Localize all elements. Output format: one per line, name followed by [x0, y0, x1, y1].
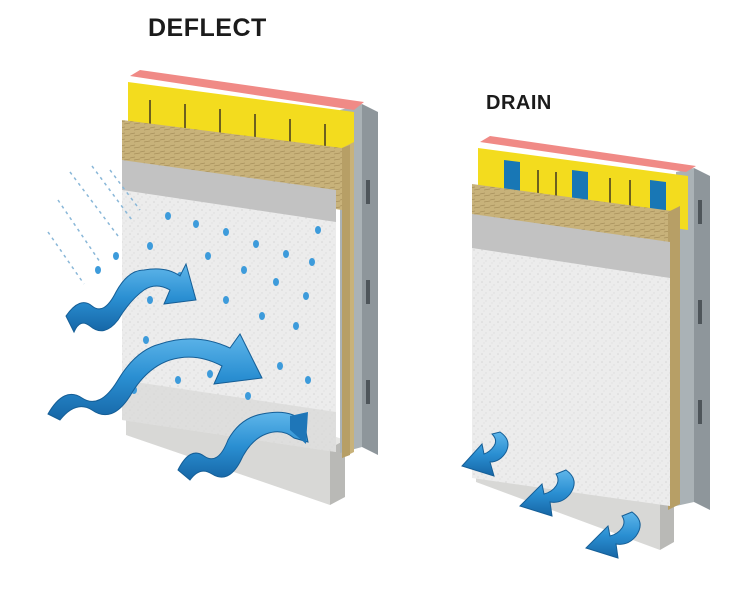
- drain-stucco-face: [472, 248, 670, 506]
- drain-arrow-right: [585, 511, 641, 559]
- deflect-stucco-face: [122, 190, 336, 452]
- deflect-arrow-top: [65, 262, 197, 334]
- deflect-arrow-middle: [47, 333, 263, 421]
- drain-label: DRAIN: [486, 92, 552, 114]
- deflect-arrow-bottom: [177, 411, 309, 481]
- drain-membrane: [480, 136, 696, 172]
- drain-arrow-left: [461, 431, 509, 477]
- deflect-arrows: [47, 262, 309, 481]
- rain-streaks: [47, 165, 141, 285]
- deflect-wall-assembly: [122, 70, 378, 505]
- deflect-membrane: [130, 70, 364, 110]
- drain-arrows: [461, 431, 641, 559]
- drain-steel-stud: [676, 168, 710, 510]
- drain-arrow-middle: [519, 469, 575, 517]
- deflect-label: DEFLECT: [148, 14, 267, 42]
- drain-wall-assembly: [472, 136, 710, 550]
